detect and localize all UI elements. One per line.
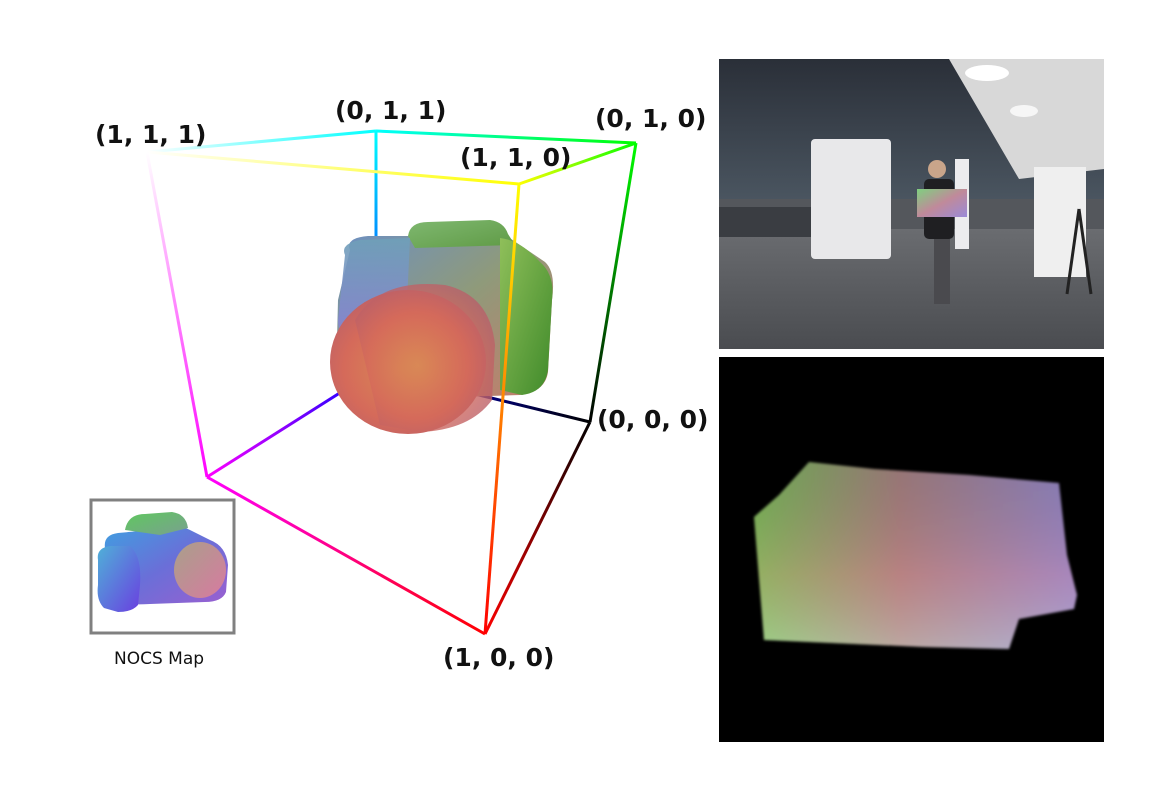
inset-caption: NOCS Map bbox=[114, 649, 204, 669]
corner-label-000: (0, 0, 0) bbox=[597, 405, 708, 434]
nocs-map-inset: NOCS Map bbox=[89, 498, 236, 669]
inset-camera-lens bbox=[174, 542, 226, 598]
cube-edge bbox=[145, 151, 209, 478]
photo-tripod bbox=[1065, 208, 1081, 295]
cube-front-edges bbox=[145, 129, 638, 636]
corner-label-111: (1, 1, 1) bbox=[95, 120, 206, 149]
photo-column bbox=[811, 139, 891, 259]
camera-object bbox=[330, 220, 554, 434]
cube-edge bbox=[206, 475, 486, 636]
scene-photo-illustration bbox=[719, 59, 1104, 349]
predicted-object-region bbox=[754, 462, 1077, 649]
cube-edge bbox=[483, 183, 521, 635]
camera-top-dial bbox=[408, 220, 515, 248]
cube-edge bbox=[518, 141, 637, 186]
corner-label-100: (1, 0, 0) bbox=[443, 643, 554, 672]
photo-ceiling-right bbox=[949, 59, 1104, 179]
corner-label-010: (0, 1, 0) bbox=[595, 104, 706, 133]
cube-edge bbox=[146, 150, 520, 186]
photo-railing bbox=[719, 207, 819, 237]
corner-label-011: (0, 1, 1) bbox=[335, 96, 446, 125]
cube-edge bbox=[483, 421, 592, 635]
inset-camera-grip bbox=[97, 546, 141, 612]
corner-label-110: (1, 1, 0) bbox=[460, 143, 571, 172]
predicted-nocs-illustration bbox=[754, 462, 1077, 649]
corner-labels: (1, 1, 1) (0, 1, 1) (0, 1, 0) (1, 1, 0) … bbox=[95, 96, 708, 672]
cube-edge bbox=[146, 129, 377, 154]
camera-lens-barrel bbox=[355, 284, 495, 432]
photo-light bbox=[965, 65, 1009, 81]
photo-person-head bbox=[928, 160, 946, 178]
cube-edge bbox=[588, 142, 638, 423]
predicted-nocs-map bbox=[719, 357, 1104, 742]
photo-person-legs bbox=[934, 234, 950, 304]
photo-tripod bbox=[1077, 208, 1093, 295]
photo-light bbox=[1010, 105, 1038, 117]
photo-held-box bbox=[917, 189, 967, 217]
inset-camera-top bbox=[125, 512, 188, 535]
cube-edge bbox=[375, 129, 637, 145]
scene-photo bbox=[719, 59, 1104, 349]
